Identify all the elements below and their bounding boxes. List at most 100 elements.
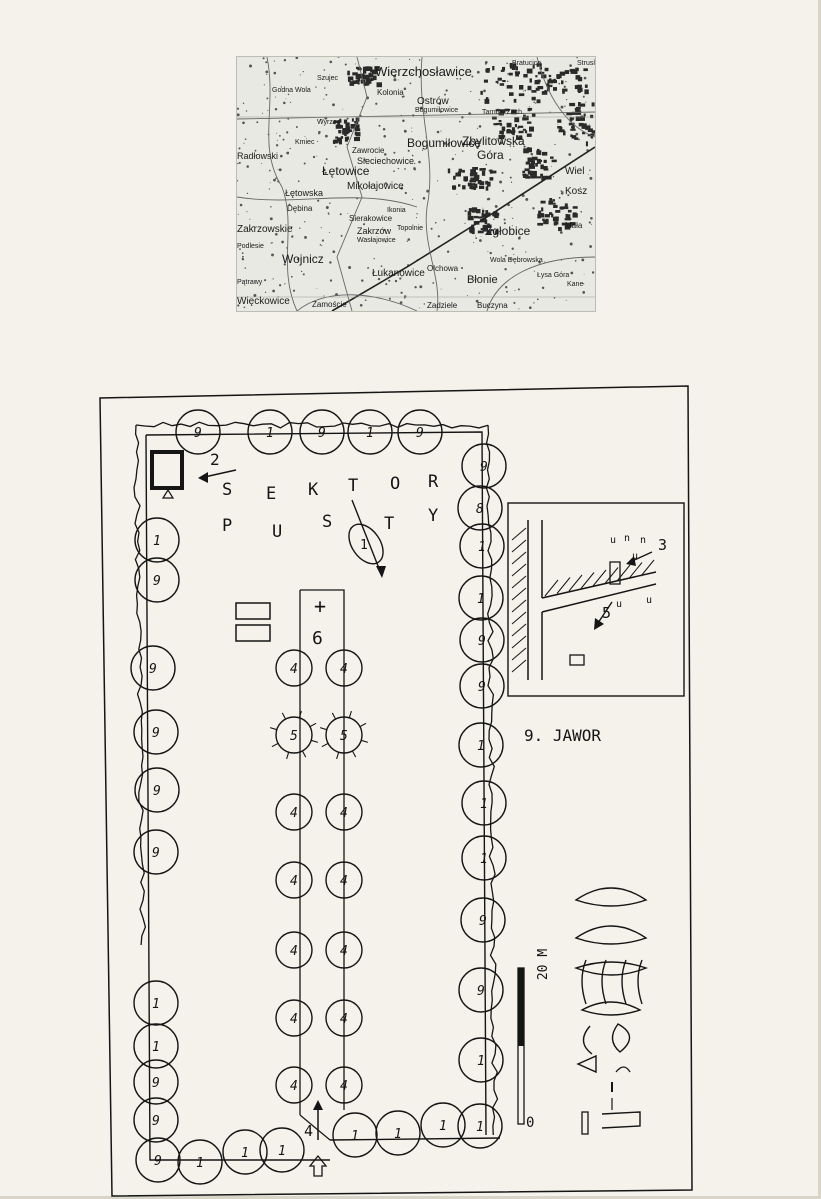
map-building [495, 212, 500, 216]
map-dot [332, 103, 335, 107]
map-dot [402, 119, 405, 123]
map-building [492, 66, 495, 71]
tree-species-number: 1 [351, 1129, 359, 1144]
map-building [502, 66, 506, 71]
map-dot [473, 242, 475, 244]
map-dot [461, 150, 464, 152]
map-building [534, 174, 537, 178]
map-building [574, 85, 579, 90]
empty-word-letter: Y [428, 506, 439, 526]
map-line [336, 57, 368, 311]
map-building [543, 159, 547, 163]
map-dot [541, 286, 545, 290]
map-place-label: Kosz [565, 186, 588, 197]
tree-crown [458, 967, 504, 1013]
map-place-label: Podlesie [237, 243, 264, 250]
tree-crown [325, 1066, 363, 1104]
map-building [504, 108, 510, 112]
inset-mark: u [616, 599, 623, 610]
map-dot [348, 266, 352, 269]
arrow-four-label: 4 [304, 1122, 314, 1140]
map-dot [299, 227, 301, 229]
tree-crown [134, 767, 180, 813]
map-building [551, 159, 557, 163]
map-building [591, 102, 595, 107]
map-building [344, 136, 348, 142]
map-dot [329, 261, 332, 264]
map-line [536, 57, 595, 138]
tree-crown [325, 716, 363, 754]
map-dot [580, 187, 581, 189]
map-building [536, 99, 541, 104]
map-dot [312, 155, 316, 159]
map-dot [237, 179, 238, 182]
map-dot [487, 251, 489, 252]
map-building [480, 90, 483, 95]
map-dot [319, 244, 322, 246]
map-dot [291, 226, 293, 228]
map-building [482, 227, 489, 232]
map-dot [303, 162, 306, 165]
map-place-label: Sieciechowice [357, 156, 415, 166]
map-building [572, 212, 577, 215]
tree: 1 [458, 1037, 504, 1083]
map-building [578, 102, 581, 107]
map-dot [254, 149, 257, 152]
map-building [563, 130, 566, 136]
map-dot [486, 198, 490, 201]
map-place-label: Olchowa [427, 264, 459, 273]
map-dot [253, 294, 257, 297]
map-place-label: Mała [565, 221, 583, 230]
map-dot [403, 129, 407, 133]
map-dot [337, 57, 340, 58]
map-building [354, 128, 361, 132]
map-dot [552, 175, 555, 178]
map-dot [283, 101, 286, 105]
tree: 4 [325, 999, 363, 1037]
map-dot [375, 102, 378, 105]
map-building [472, 167, 478, 170]
inset-hatch [511, 623, 527, 637]
map-dot [454, 154, 456, 156]
map-place-label: Góra [477, 148, 504, 162]
map-dot [558, 196, 561, 199]
map-building [369, 66, 373, 70]
map-building [525, 176, 531, 179]
map-dot [478, 239, 482, 242]
tree-species-number: 9 [152, 1114, 160, 1129]
map-terrain [237, 57, 595, 311]
map-dot [329, 279, 333, 282]
map-dot [525, 251, 527, 253]
inset-hatch [556, 577, 571, 594]
oval-symbol [637, 959, 643, 1005]
map-dot [328, 213, 330, 215]
map-dot [569, 242, 573, 246]
map-building [514, 71, 520, 75]
map-dot [538, 261, 541, 264]
map-building [527, 157, 534, 162]
tree: 9 [461, 443, 507, 489]
map-dot [575, 132, 579, 136]
map-building [343, 131, 349, 135]
sector-word-letter: R [428, 472, 439, 492]
map-building [553, 204, 558, 208]
map-building [570, 134, 573, 137]
map-building [571, 135, 577, 139]
arc-symbol [611, 1023, 631, 1053]
map-dot [407, 238, 411, 241]
map-dot [388, 297, 391, 300]
bracket-symbol [601, 1111, 641, 1129]
boundary-hedge-left [133, 424, 147, 946]
map-dot [246, 165, 249, 168]
map-place-label: Ikonia [387, 207, 406, 214]
map-building [343, 119, 348, 124]
tree-spike [301, 750, 307, 758]
map-building [556, 74, 562, 79]
tree-species-number: 5 [340, 729, 348, 744]
tree: 8 [457, 485, 503, 531]
map-dot [282, 138, 285, 141]
map-dot [466, 295, 468, 296]
map-dot [290, 275, 293, 278]
tree-species-number: 4 [290, 874, 298, 889]
tree-spike [309, 722, 317, 728]
